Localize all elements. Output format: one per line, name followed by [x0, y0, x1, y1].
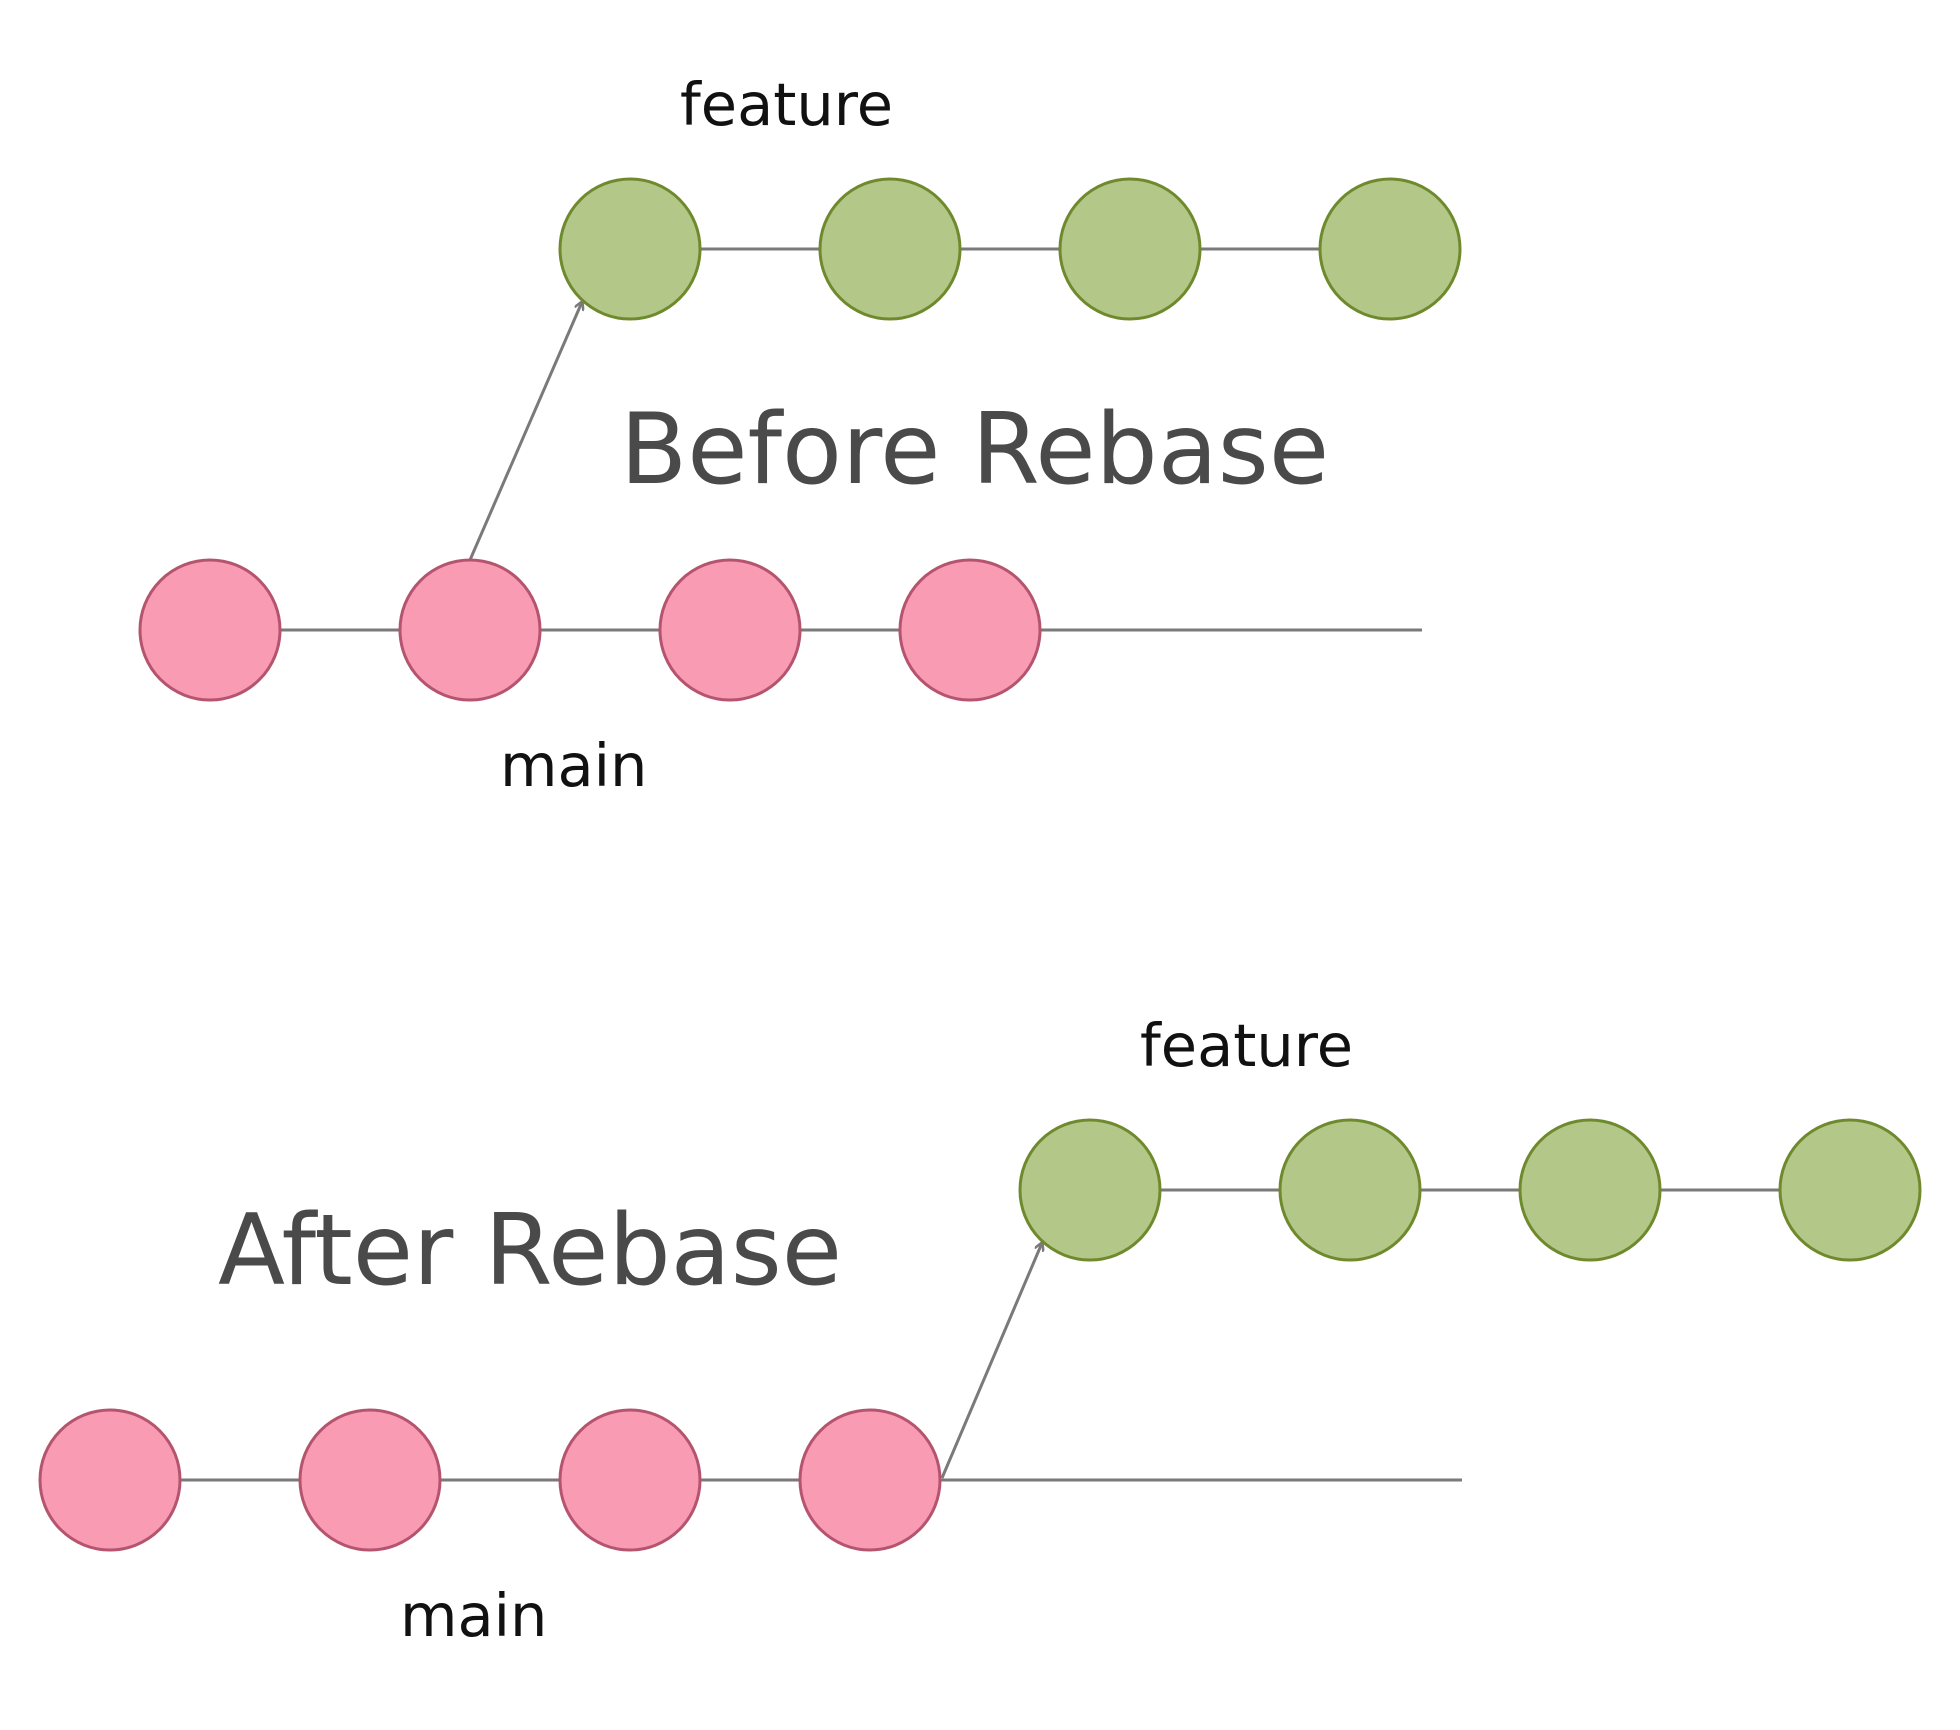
- before-feature-commit-3: [1058, 177, 1202, 321]
- after-feature-commit-4: [1778, 1118, 1922, 1262]
- before-main-commit-3: [658, 558, 802, 702]
- after-rebase-title: After Rebase: [218, 1194, 842, 1308]
- after-feature-commit-1: [1018, 1118, 1162, 1262]
- after-main-commit-3: [558, 1408, 702, 1552]
- before-main-commit-1: [138, 558, 282, 702]
- before-feature-commit-1: [558, 177, 702, 321]
- before-feature-commit-4: [1318, 177, 1462, 321]
- before-main-commit-2: [398, 558, 542, 702]
- before-main-label: main: [500, 731, 647, 800]
- after-branch-arrow: [940, 1243, 1042, 1479]
- before-main-commit-4: [898, 558, 1042, 702]
- after-rebase-section: feature After Rebase main: [38, 1011, 1922, 1650]
- before-branch-arrow: [468, 302, 582, 561]
- after-feature-label: feature: [1140, 1011, 1353, 1080]
- before-rebase-title: Before Rebase: [620, 393, 1329, 507]
- after-feature-commit-2: [1278, 1118, 1422, 1262]
- after-main-commit-4: [798, 1408, 942, 1552]
- before-rebase-section: feature Before Rebase main: [138, 70, 1462, 800]
- after-main-commit-1: [38, 1408, 182, 1552]
- after-main-commit-2: [298, 1408, 442, 1552]
- after-main-label: main: [400, 1581, 547, 1650]
- after-feature-commit-3: [1518, 1118, 1662, 1262]
- before-feature-label: feature: [680, 70, 893, 139]
- before-feature-commit-2: [818, 177, 962, 321]
